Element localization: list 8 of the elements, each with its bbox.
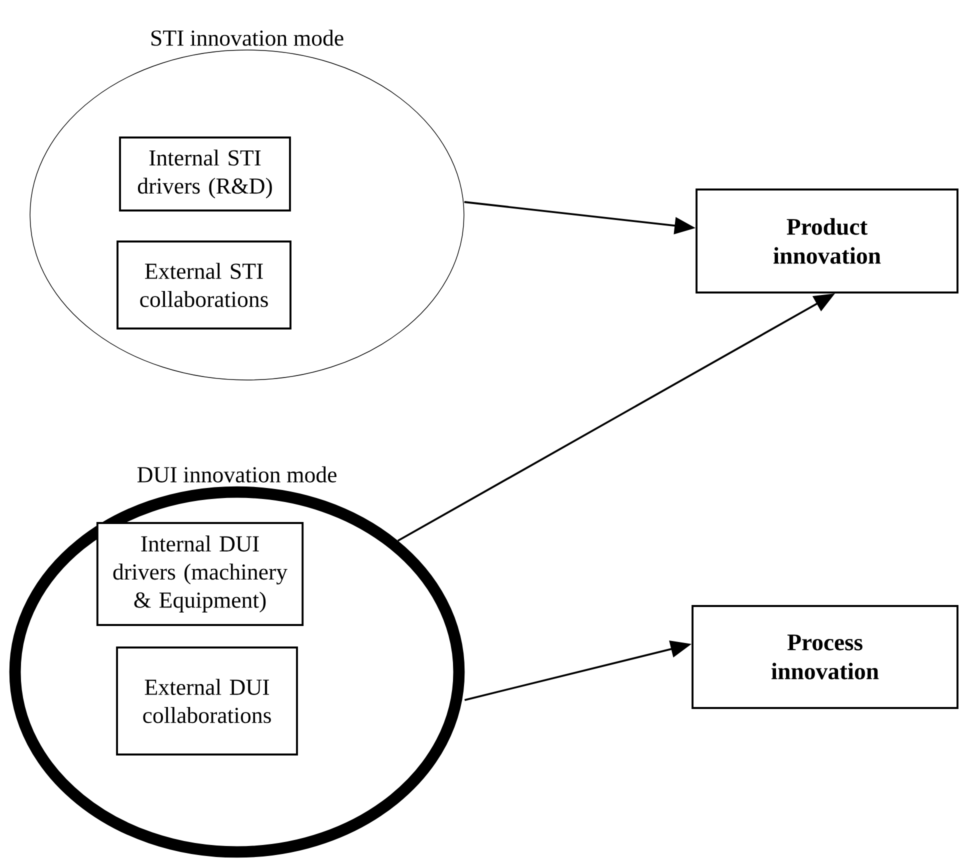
outcome-box: Product innovation	[696, 188, 958, 294]
driver-box: External DUI collaborations	[116, 646, 298, 756]
heading: DUI innovation mode	[137, 466, 336, 482]
heading: STI innovation mode	[151, 30, 344, 46]
driver-box: Internal STI drivers (R&D)	[119, 136, 291, 212]
driver-box: External STI collaborations	[116, 240, 292, 330]
driver-box: Internal DUI drivers (machinery & Equipment)	[96, 522, 304, 626]
outcome-box: Process innovation	[692, 605, 958, 709]
